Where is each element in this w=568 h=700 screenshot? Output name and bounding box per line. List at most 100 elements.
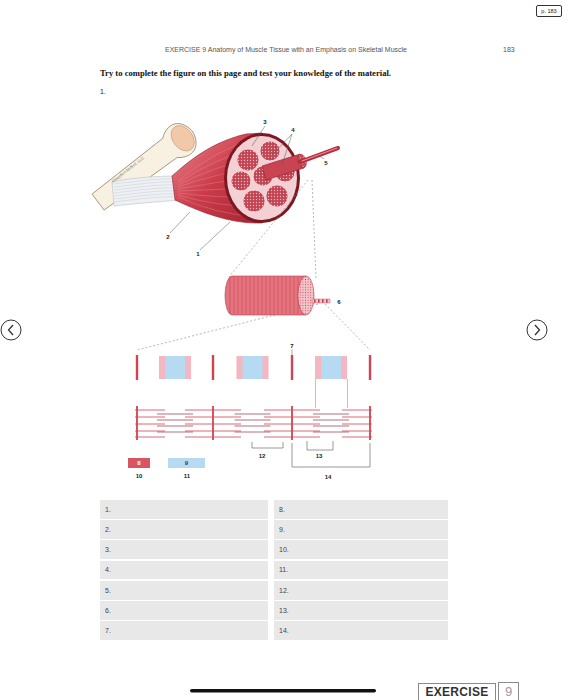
zoom-line [229, 180, 308, 277]
callout-number: 7 [290, 343, 293, 349]
exercise-tab: EXERCISE [418, 683, 496, 700]
myofibril-band [314, 299, 316, 302]
question-number: 1. [100, 88, 106, 95]
nav-button [1, 320, 21, 340]
myofibril-band [318, 299, 320, 302]
color-key-box: 8 [128, 458, 150, 468]
thick-filament [157, 431, 193, 432]
answer-cell-text: 10. [279, 546, 289, 553]
callout-number: 14 [325, 474, 332, 480]
thick-filament [157, 419, 193, 420]
z-disc [212, 355, 214, 380]
answer-cell: 8. [274, 500, 448, 519]
answer-cell-text: 7. [105, 627, 111, 634]
leader-line [272, 134, 292, 155]
z-line [291, 406, 293, 440]
myofibril-bands [314, 299, 328, 302]
thin-filament [135, 417, 165, 418]
callout-number: 3 [263, 119, 266, 125]
answer-cell: 14. [274, 621, 448, 640]
page-tag: p. 183 [536, 5, 562, 17]
z-line [369, 406, 371, 440]
answer-cell: 11. [274, 561, 448, 580]
fascicle-section [231, 171, 251, 191]
answer-cell-text: 4. [105, 566, 111, 573]
zoom-lines [137, 180, 370, 350]
exercise-number-text: 9 [505, 684, 512, 699]
thin-filament [342, 410, 372, 411]
fiber-highlight [302, 148, 337, 161]
answer-cell-text: 5. [105, 587, 111, 594]
thin-filament [135, 424, 165, 425]
fiber-striation [261, 277, 262, 314]
fascicle-section [237, 149, 259, 171]
bracket [252, 442, 283, 448]
thin-filament [342, 431, 372, 432]
answer-cell-text: 14. [279, 627, 289, 634]
z-disc [291, 355, 293, 380]
myofibril [312, 299, 330, 303]
answer-cell-text: 3. [105, 546, 111, 553]
tendon [112, 176, 180, 206]
tendon-fiber [114, 197, 178, 202]
fiber-striation [293, 277, 294, 314]
brackets [252, 441, 370, 467]
running-header: EXERCISE 9 Anatomy of Muscle Tissue with… [165, 46, 407, 53]
answer-cell: 10. [274, 540, 448, 559]
zoom-line [312, 180, 316, 278]
instruction-heading: Try to complete the figure on this page … [100, 68, 391, 78]
fascicle-section [266, 185, 288, 207]
thick-filament [235, 419, 271, 420]
muscle-fiber [300, 148, 338, 162]
thick-filament [313, 425, 349, 426]
callout-number: 5 [324, 160, 327, 166]
bracket [307, 441, 333, 450]
thin-filament [135, 431, 165, 432]
guide-line [315, 379, 316, 408]
nav-button [527, 320, 547, 340]
leader-line [292, 349, 293, 355]
bone-end [166, 121, 199, 155]
epimysium [224, 133, 300, 223]
exercise-tab-text: EXERCISE [425, 685, 488, 699]
fiber-striation [257, 277, 258, 314]
answer-cell: 12. [274, 581, 448, 600]
thick-filament [313, 419, 349, 420]
nav-chevron [535, 325, 540, 335]
thin-filament [135, 410, 165, 411]
fiber-striation [229, 277, 230, 314]
home-indicator [190, 689, 376, 693]
answer-cell-text: 2. [105, 526, 111, 533]
fiber-striation [253, 277, 254, 314]
fiber-striation [273, 277, 274, 314]
a-band [237, 356, 269, 379]
a-band [159, 356, 191, 379]
fiber-striation [233, 277, 234, 314]
z-line [212, 406, 214, 440]
callout-number: 6 [337, 299, 340, 305]
z-line [136, 406, 138, 440]
thick-filament [235, 431, 271, 432]
color-key-box-text: 9 [185, 460, 188, 466]
thick-filament [235, 413, 271, 414]
fiber-end [298, 276, 314, 315]
z-disc [136, 355, 138, 380]
answer-cell: 2. [100, 520, 268, 539]
a-band [315, 356, 347, 379]
thick-filament [157, 425, 193, 426]
color-key-box: 9 [168, 458, 205, 468]
page-number: 183 [503, 46, 515, 53]
myofibril-band [322, 299, 324, 302]
thin-filament [342, 424, 372, 425]
fiber-striation [289, 277, 290, 314]
fascicle-section [243, 190, 265, 212]
answer-cell-text: 8. [279, 506, 285, 513]
fiber-striations [230, 277, 302, 314]
callout-number: 4 [291, 127, 294, 133]
fascicle-section [260, 141, 280, 161]
answer-cell: 5. [100, 581, 268, 600]
answer-cell-text: 11. [279, 566, 288, 573]
answer-cell: 1. [100, 500, 268, 519]
tendon-fibers [114, 179, 178, 202]
